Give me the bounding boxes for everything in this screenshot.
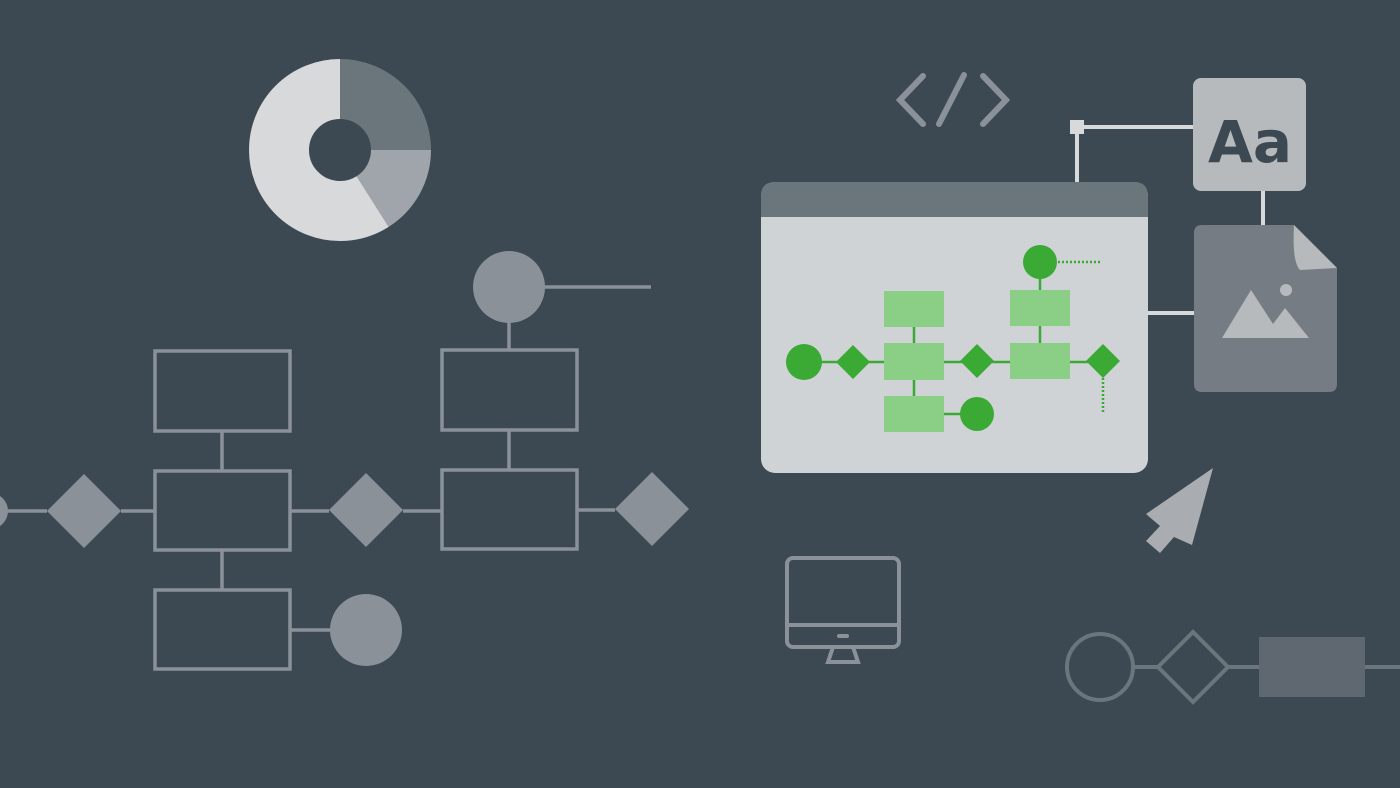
flow-circle — [1023, 245, 1057, 279]
flow-box — [1010, 290, 1070, 326]
image-file-icon — [1194, 225, 1337, 392]
left-flowchart-shapes — [0, 251, 689, 666]
connectors — [1075, 125, 1265, 315]
flow-diamond — [836, 345, 870, 379]
left-flowchart — [0, 285, 651, 671]
monitor-icon — [785, 556, 901, 664]
diagram-window — [761, 182, 1148, 473]
process-box — [153, 588, 292, 671]
typography-icon: Aa — [1193, 78, 1306, 191]
flow-box — [884, 343, 944, 380]
node-circle — [0, 496, 8, 526]
process-box — [440, 468, 579, 551]
bottom-flow — [1065, 629, 1400, 705]
code-icon — [895, 72, 1011, 127]
process-box — [153, 349, 292, 433]
decision-diamond — [615, 472, 689, 546]
flow-diamond — [1086, 344, 1120, 378]
node-circle — [1065, 632, 1135, 702]
decision-diamond — [1155, 629, 1231, 705]
connector-handle — [1070, 120, 1084, 134]
cursor-icon — [1146, 468, 1213, 553]
flow-circle — [786, 344, 822, 380]
typography-label: Aa — [1208, 108, 1292, 176]
donut-slice — [249, 59, 431, 241]
node-circle — [473, 251, 545, 323]
node-circle — [330, 594, 402, 666]
flow-circle — [960, 397, 994, 431]
decision-diamond — [47, 474, 121, 548]
window-titlebar — [761, 182, 1148, 217]
flow-diamond — [960, 344, 994, 378]
process-box — [1259, 637, 1365, 697]
flow-box — [884, 396, 944, 432]
process-box — [153, 469, 292, 552]
decision-diamond — [329, 473, 403, 547]
process-box — [440, 348, 579, 432]
flow-box — [884, 291, 944, 327]
donut-chart-icon — [249, 59, 431, 241]
flow-box — [1010, 343, 1070, 379]
